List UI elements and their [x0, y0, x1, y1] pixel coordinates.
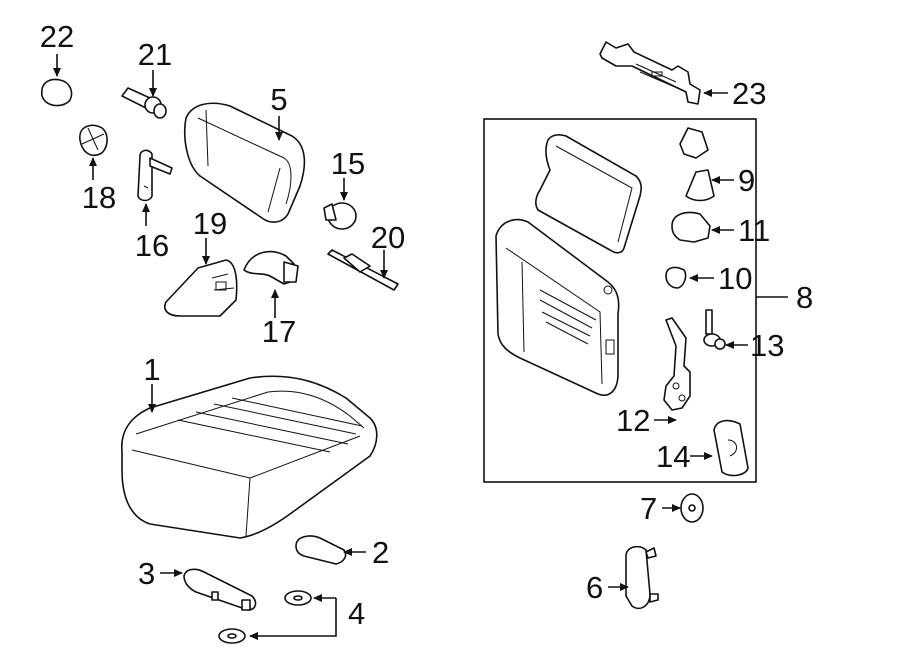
callout-16: 16 — [135, 228, 169, 263]
callout-7: 7 — [640, 491, 657, 526]
callout-15: 15 — [331, 146, 365, 181]
part-8-back-panel — [535, 134, 642, 254]
callout-13: 13 — [750, 328, 784, 363]
callout-8: 8 — [796, 280, 813, 315]
callout-21: 21 — [138, 37, 172, 72]
part-4-washers — [218, 590, 312, 644]
callout-19: 19 — [193, 206, 227, 241]
callout-5: 5 — [270, 82, 287, 117]
part-1-seat-cushion — [121, 375, 378, 539]
callout-17: 17 — [262, 314, 296, 349]
part-10-cap — [665, 266, 687, 289]
part-20-rod — [327, 249, 399, 291]
part-3-trim — [183, 568, 257, 611]
part-7-washer — [680, 493, 704, 523]
part-12-latch — [663, 317, 691, 411]
callout-22: 22 — [40, 19, 74, 54]
callout-4: 4 — [348, 596, 365, 631]
callout-10: 10 — [718, 261, 752, 296]
callout-6: 6 — [586, 570, 603, 605]
part-2-trim — [295, 535, 347, 565]
part-15-pin — [323, 202, 357, 230]
part-5-headrest — [183, 102, 306, 223]
part-23-bracket — [599, 41, 701, 105]
callout-9: 9 — [738, 163, 755, 198]
part-19-cover — [164, 259, 238, 317]
callout-2: 2 — [372, 535, 389, 570]
part-11-cover — [671, 211, 711, 243]
part-8-seatback — [495, 218, 620, 396]
callout-1: 1 — [143, 352, 160, 387]
leader-lines — [53, 54, 788, 640]
part-unlabeled-clip — [679, 127, 709, 159]
part-21-clip — [121, 87, 167, 119]
callout-12: 12 — [616, 403, 650, 438]
part-9-knob — [685, 169, 715, 202]
callout-20: 20 — [371, 220, 405, 255]
part-6-trim — [625, 545, 659, 610]
group-8-box — [483, 118, 757, 483]
part-22-cap — [40, 78, 73, 107]
part-14-cover — [713, 419, 749, 477]
part-17-cover — [243, 250, 299, 285]
part-13-stud — [703, 309, 726, 350]
part-16-bracket — [137, 149, 173, 202]
callout-23: 23 — [732, 76, 766, 111]
callout-3: 3 — [138, 556, 155, 591]
callout-14: 14 — [656, 439, 690, 474]
part-18-knob — [79, 124, 108, 156]
callout-11: 11 — [738, 213, 770, 248]
callout-18: 18 — [82, 180, 116, 215]
